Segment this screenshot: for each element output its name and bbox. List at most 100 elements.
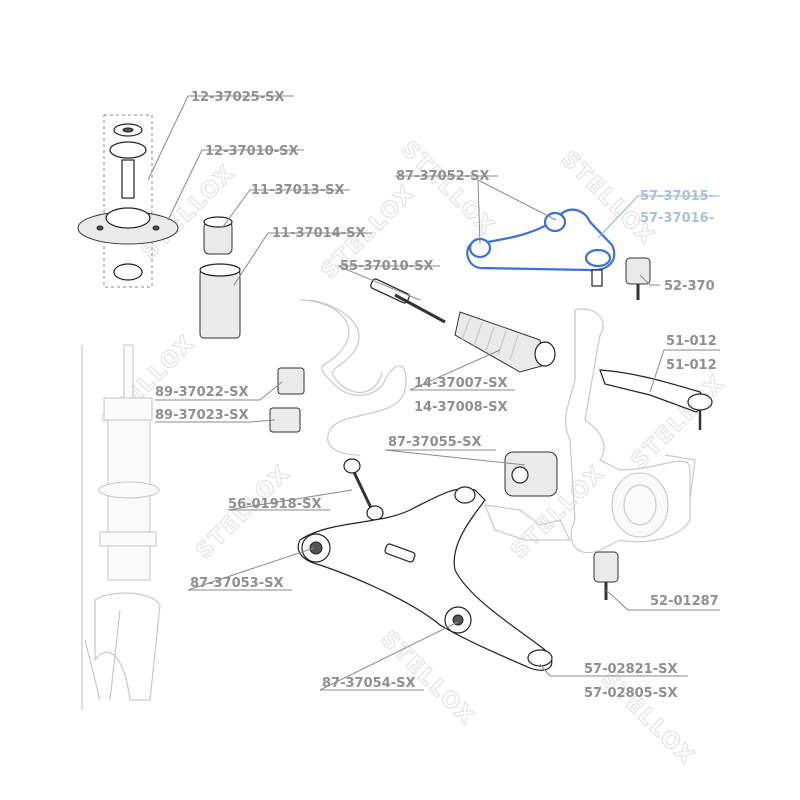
upper-arm-body [466,208,616,272]
background-parts [81,299,696,710]
lower-arm-ball-joint-seat [527,649,553,667]
label-11-37013: 11-37013-SX [251,183,345,198]
mount-stud-left [96,225,104,231]
strut-collar [103,397,153,421]
watermark-text-1: STELLOX [396,137,500,241]
leader-14-37007 [409,349,515,391]
strut-rod [123,344,134,401]
stabilizer-bushings [269,367,305,433]
label-52-01287: 52-01287 [650,594,719,609]
leader-lines [147,95,720,691]
strut-fork-detail [84,609,121,701]
strut-top-mount-center [105,207,151,229]
leader-87-37053 [187,547,315,591]
dust-boot [199,269,241,339]
label-52-370: 52-370 [664,279,715,294]
strut-spring-seat [98,481,160,499]
strut-ring [99,531,157,547]
label-11-37014: 11-37014-SX [272,226,366,241]
lower-arm-front-bushing-core [309,541,323,555]
label-87-37054: 87-37054-SX [322,676,416,691]
tie-rod-shaft [394,293,446,324]
upper-arm-ball-joint-seat [584,248,612,268]
leader-51-012 [649,349,720,393]
label-56-01918: 56-01918-SX [228,497,322,512]
steering-knuckle [565,308,691,554]
stabilizer-bar [299,299,407,456]
label-89-37023: 89-37023-SX [155,408,249,423]
lower-arm-rear-mount [454,486,476,504]
leader-87-37055 [384,449,526,466]
lower-arm-parts [343,451,558,521]
bracket [484,504,571,541]
lower-arm-rear-bushing [504,451,558,497]
lower-control-arm [297,486,553,671]
knuckle-arm [664,454,696,501]
stabilizer-bar-edge [309,299,383,394]
upper-arm-bushing-rear [543,211,567,233]
stabilizer-bushing-upper [277,367,305,395]
part-labels: 12-37025-SX 12-37010-SX 11-37013-SX 11-3… [155,90,719,701]
dust-boot-top [199,263,241,277]
bump-stop-top [203,216,233,228]
mount-stud-right [152,225,160,231]
strut-fork [94,592,161,701]
leader-57-37015 [597,195,720,239]
steering-boot [454,311,546,373]
ball-joints [593,257,713,600]
leader-57-02821 [539,663,688,677]
steering-boot-ribs [461,317,519,361]
bump-stop-parts [199,216,241,339]
label-57-37016: 57-37016- [640,211,714,226]
strut-body [107,419,151,581]
steering-parts [370,278,556,373]
label-51-012-b: 51-012 [666,358,717,373]
mount-nut-hole [122,127,134,133]
stabilizer-link-bottom [366,505,384,521]
label-14-37008: 14-37008-SX [414,400,508,415]
leader-52-01287 [605,589,720,611]
lower-arm-slot [384,543,416,563]
upper-ball-joint-stud [591,269,603,287]
label-57-37015: 57-37015- [640,189,714,204]
stabilizer-link-top [343,458,361,474]
steering-boot-end [534,341,556,367]
leader-56-01918 [227,489,353,511]
upper-control-arm [466,208,616,287]
leader-12-37025 [147,95,294,181]
leader-87-37052 [395,175,557,245]
mount-washer [109,141,147,159]
knuckle-hub [611,472,669,538]
label-87-37053: 87-37053-SX [190,576,284,591]
lower-arm-mid-bushing-core [452,614,464,626]
lower-arm-body [297,488,553,671]
leader-87-37054 [319,621,459,691]
leader-89-37023 [155,419,276,423]
strut-mount-assembly [77,114,179,288]
watermark-text-10: STELLOX [596,667,700,771]
lower-arm-rear-bushing-hole [511,466,529,484]
leader-89-37022 [155,381,283,401]
knuckle-hub-inner [623,484,657,526]
label-87-37052: 87-37052-SX [396,169,490,184]
label-57-02821: 57-02821-SX [584,662,678,677]
label-55-37010: 55-37010-SX [340,259,434,274]
leader-11-37014 [233,232,372,286]
label-57-02805: 57-02805-SX [584,686,678,701]
outer-tie-rod-end [687,393,713,411]
watermark-text-6: STELLOX [192,460,296,564]
leader-55-37010 [337,265,440,301]
label-12-37025: 12-37025-SX [191,90,285,105]
leader-11-37013 [221,189,350,229]
mount-sleeve [121,159,135,199]
leader-52-370 [639,274,660,286]
stabilizer-link-shaft [350,467,374,511]
upper-ball-joint [625,257,651,285]
mount-bumper [113,263,143,281]
label-89-37022: 89-37022-SX [155,385,249,400]
mount-group-box [103,114,153,288]
lower-ball-joint [593,551,619,583]
outer-tie-rod [599,369,709,413]
label-51-012-a: 51-012 [666,334,717,349]
